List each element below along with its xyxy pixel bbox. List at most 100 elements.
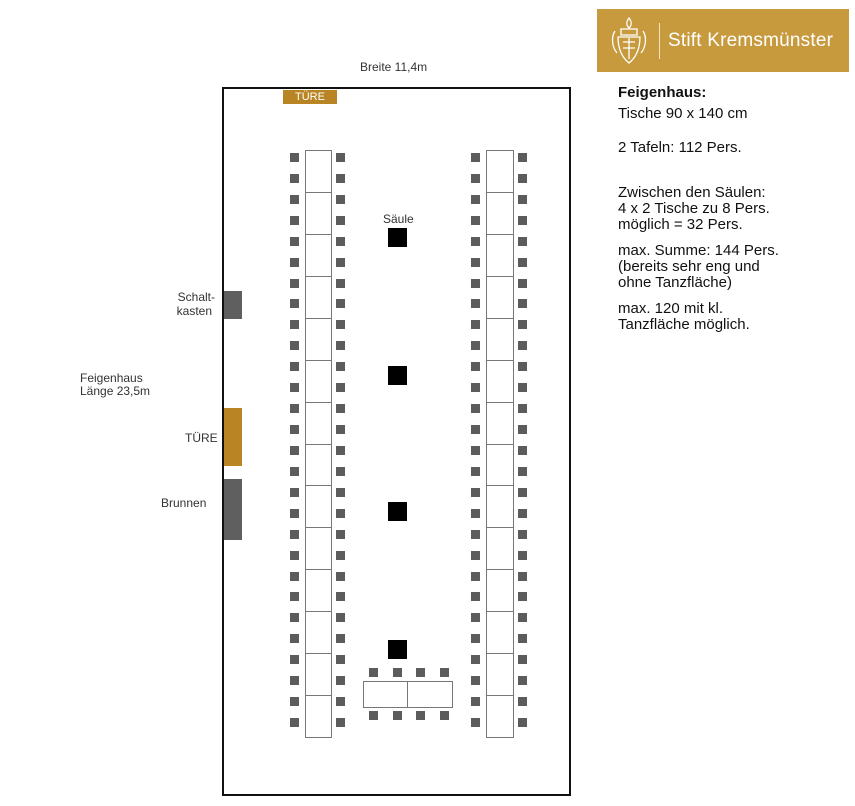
info-between-line3: möglich = 32 Pers.	[618, 216, 743, 233]
chair	[336, 718, 345, 727]
table-left-segment	[305, 150, 332, 193]
pillar	[388, 366, 407, 385]
side-door-label: TÜRE	[185, 431, 218, 445]
chair	[471, 216, 480, 225]
table-right-segment	[486, 485, 514, 528]
chair	[518, 320, 527, 329]
chair	[440, 668, 449, 677]
chair	[290, 613, 299, 622]
table-left-segment	[305, 695, 332, 738]
info-max-line2: (bereits sehr eng und	[618, 258, 760, 275]
chair	[518, 676, 527, 685]
chair	[290, 362, 299, 371]
table-right-segment	[486, 444, 514, 486]
chair	[336, 488, 345, 497]
chair	[518, 467, 527, 476]
info-long-tables: 2 Tafeln: 112 Pers.	[618, 139, 742, 156]
table-right-segment	[486, 150, 514, 193]
chair	[290, 446, 299, 455]
table-left-segment	[305, 360, 332, 403]
pillar	[388, 640, 407, 659]
chair	[336, 530, 345, 539]
table-right-segment	[486, 611, 514, 654]
chair	[336, 383, 345, 392]
chair	[518, 634, 527, 643]
chair	[290, 195, 299, 204]
chair	[518, 530, 527, 539]
info-between-line1: Zwischen den Säulen:	[618, 184, 766, 201]
chair	[336, 320, 345, 329]
chair	[471, 425, 480, 434]
chair	[336, 613, 345, 622]
chair	[471, 613, 480, 622]
chair	[471, 467, 480, 476]
chair	[336, 676, 345, 685]
info-dance-line2: Tanzfläche möglich.	[618, 316, 750, 333]
table-left-segment	[305, 444, 332, 486]
table-right-segment	[486, 360, 514, 403]
chair	[471, 320, 480, 329]
info-tables: Tische 90 x 140 cm	[618, 105, 748, 122]
chair	[336, 655, 345, 664]
info-max-line3: ohne Tanzfläche)	[618, 274, 732, 291]
table-left-segment	[305, 276, 332, 319]
chair	[393, 668, 402, 677]
switchbox-label-line2: kasten	[176, 304, 212, 318]
small-table	[407, 681, 453, 708]
chair	[471, 634, 480, 643]
chair	[336, 362, 345, 371]
table-left-segment	[305, 653, 332, 696]
crest-icon	[611, 16, 647, 64]
chair	[471, 572, 480, 581]
chair	[416, 711, 425, 720]
chair	[290, 153, 299, 162]
chair	[518, 258, 527, 267]
chair	[290, 320, 299, 329]
chair	[471, 404, 480, 413]
chair	[336, 551, 345, 560]
top-door: TÜRE	[283, 90, 337, 104]
chair	[290, 467, 299, 476]
table-left-segment	[305, 192, 332, 235]
chair	[336, 446, 345, 455]
chair	[290, 425, 299, 434]
chair	[471, 341, 480, 350]
table-left-segment	[305, 569, 332, 612]
switchbox-label-line1: Schalt-	[177, 290, 215, 304]
chair	[290, 404, 299, 413]
pillar-label: Säule	[383, 212, 414, 226]
width-label: Breite 11,4m	[360, 60, 428, 74]
side-door	[224, 408, 242, 466]
table-right-segment	[486, 276, 514, 319]
chair	[471, 383, 480, 392]
chair	[336, 592, 345, 601]
small-table	[363, 681, 409, 708]
logo-separator	[659, 22, 660, 59]
length-label-line1: Feigenhaus	[80, 371, 143, 385]
chair	[518, 697, 527, 706]
chair	[290, 341, 299, 350]
chair	[471, 362, 480, 371]
chair	[290, 676, 299, 685]
table-left-segment	[305, 234, 332, 277]
chair	[290, 572, 299, 581]
chair	[290, 216, 299, 225]
table-right-segment	[486, 695, 514, 738]
chair	[518, 237, 527, 246]
table-right-segment	[486, 234, 514, 277]
chair	[369, 711, 378, 720]
chair	[518, 655, 527, 664]
chair	[518, 341, 527, 350]
chair	[471, 299, 480, 308]
chair	[471, 592, 480, 601]
chair	[290, 530, 299, 539]
chair	[518, 404, 527, 413]
chair	[518, 216, 527, 225]
chair	[471, 258, 480, 267]
chair	[336, 572, 345, 581]
logo-banner: Stift Kremsmünster	[597, 9, 849, 72]
room-outline	[222, 87, 571, 796]
info-heading: Feigenhaus:	[618, 84, 707, 101]
chair	[518, 446, 527, 455]
chair	[518, 572, 527, 581]
